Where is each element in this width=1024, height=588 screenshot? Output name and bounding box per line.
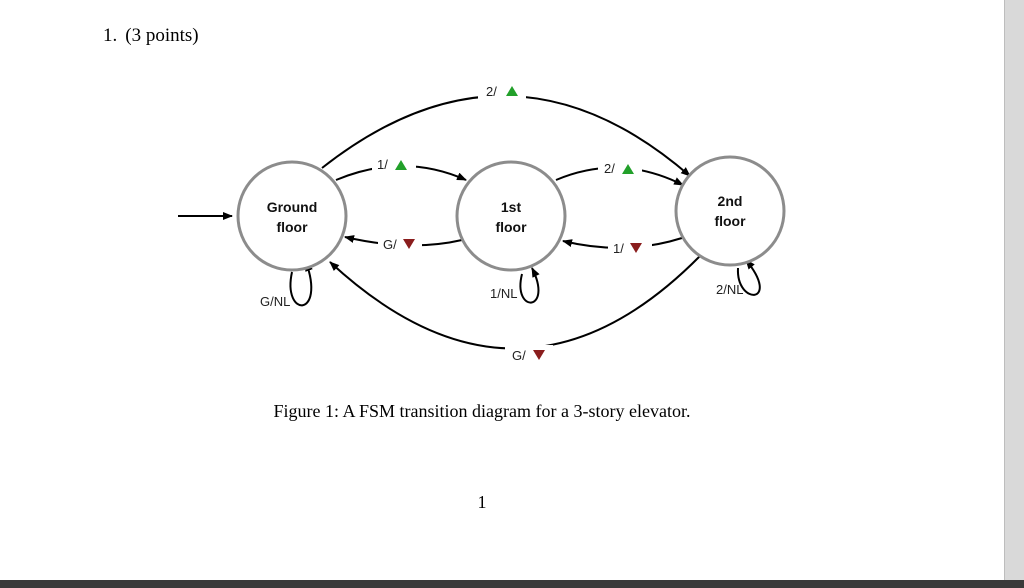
figure-caption: Figure 1: A FSM transition diagram for a…: [273, 401, 691, 421]
viewer-scrollbar-track[interactable]: [1004, 0, 1024, 588]
edge-label-first-to-second: 2/: [604, 161, 615, 176]
up-triangle-icon: [395, 160, 407, 170]
self-loop-ground: [289, 261, 313, 307]
edge-label-first-to-ground: G/: [383, 237, 397, 252]
self-loop-label-second: 2/NL: [716, 282, 743, 297]
state-ground-floor: Ground floor: [236, 160, 348, 272]
edge-label-second-to-first: 1/: [613, 241, 624, 256]
down-triangle-icon: [403, 239, 415, 249]
state-first-line2: floor: [495, 219, 527, 235]
edge-label-ground-to-second: 2/: [486, 84, 497, 99]
self-loop-label-ground: G/NL: [260, 294, 290, 309]
edge-label-second-to-ground: G/: [512, 348, 526, 363]
state-second-line1: 2nd: [718, 193, 743, 209]
down-triangle-icon: [533, 350, 545, 360]
self-loop-first: [519, 267, 540, 304]
down-triangle-icon: [630, 243, 642, 253]
edge-label-ground-to-first: 1/: [377, 157, 388, 172]
state-second-floor: 2nd floor: [674, 155, 786, 267]
fsm-diagram: 2/ 1/ 2/ G/ 1/ G/ G/NL 1/NL 2/NL: [178, 84, 786, 363]
viewer-bottom-bar: [0, 580, 1024, 588]
state-ground-line2: floor: [276, 219, 308, 235]
self-loop-second: [736, 259, 761, 296]
self-loop-label-first: 1/NL: [490, 286, 517, 301]
page-number: 1: [477, 492, 487, 512]
state-first-floor: 1st floor: [455, 160, 567, 272]
question-number: 1.: [103, 25, 118, 46]
state-first-line1: 1st: [501, 199, 522, 215]
question-points: (3 points): [125, 25, 199, 46]
question-heading: 1. (3 points): [103, 25, 199, 47]
up-triangle-icon: [622, 164, 634, 174]
document-page: 1. (3 points) 2/ 1/ 2/ G/ 1/: [103, 25, 786, 512]
up-triangle-icon: [506, 86, 518, 96]
state-second-line2: floor: [714, 213, 746, 229]
state-ground-line1: Ground: [267, 199, 318, 215]
